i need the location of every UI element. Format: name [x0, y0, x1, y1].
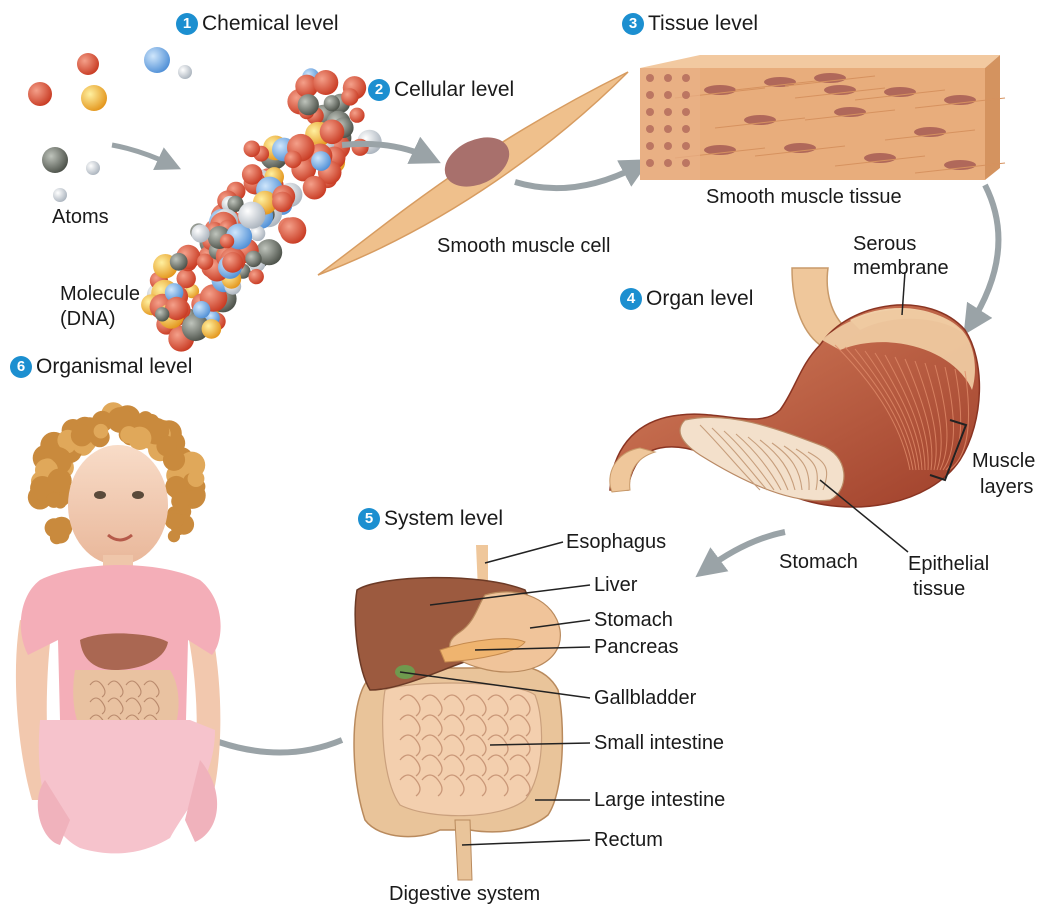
label-liver: Liver: [594, 574, 637, 597]
level-1-label: Chemical level: [202, 12, 339, 36]
level-2-label: Cellular level: [394, 78, 514, 102]
arrow-organ-to-system: [705, 532, 785, 570]
level-5-badge: 5: [358, 508, 380, 530]
level-2-heading: 2 Cellular level: [368, 78, 514, 102]
label-digestive-system: Digestive system: [389, 883, 540, 906]
label-molecule-line1: Molecule: [60, 283, 140, 306]
label-molecule-line2: (DNA): [60, 308, 116, 331]
label-epithelial-line2: tissue: [913, 578, 965, 601]
level-6-badge: 6: [10, 356, 32, 378]
label-stomach-system: Stomach: [594, 609, 673, 632]
label-muscle-layers-line2: layers: [980, 476, 1033, 499]
label-small-intestine: Small intestine: [594, 732, 724, 755]
label-pancreas: Pancreas: [594, 636, 679, 659]
level-3-badge: 3: [622, 13, 644, 35]
label-esophagus: Esophagus: [566, 531, 666, 554]
label-serous-line1: Serous: [853, 233, 916, 256]
level-1-badge: 1: [176, 13, 198, 35]
arrow-tissue-to-organ: [970, 185, 998, 325]
dna-molecule: [141, 68, 382, 351]
label-epithelial-line1: Epithelial: [908, 553, 989, 576]
level-4-label: Organ level: [646, 287, 753, 311]
label-large-intestine: Large intestine: [594, 789, 725, 812]
label-rectum: Rectum: [594, 829, 663, 852]
level-3-heading: 3 Tissue level: [622, 12, 758, 36]
atoms-group: [28, 47, 192, 202]
level-4-badge: 4: [620, 288, 642, 310]
level-6-heading: 6 Organismal level: [10, 355, 192, 379]
label-stomach-organ: Stomach: [779, 551, 858, 574]
level-2-badge: 2: [368, 79, 390, 101]
label-smooth-muscle-tissue: Smooth muscle tissue: [706, 186, 902, 209]
level-3-label: Tissue level: [648, 12, 758, 36]
level-5-heading: 5 System level: [358, 507, 503, 531]
level-5-label: System level: [384, 507, 503, 531]
label-atoms: Atoms: [52, 206, 109, 229]
child-illustration: [16, 402, 221, 853]
label-muscle-layers-line1: Muscle: [972, 450, 1035, 473]
level-1-heading: 1 Chemical level: [176, 12, 339, 36]
level-4-heading: 4 Organ level: [620, 287, 753, 311]
smooth-muscle-tissue-block: [640, 55, 1005, 180]
arrow-atoms-to-molecule: [112, 145, 172, 165]
label-serous-line2: membrane: [853, 257, 949, 280]
arrow-cell-to-tissue: [515, 165, 640, 188]
level-6-label: Organismal level: [36, 355, 192, 379]
label-smooth-muscle-cell: Smooth muscle cell: [437, 235, 610, 258]
label-gallbladder: Gallbladder: [594, 687, 696, 710]
digestive-system-illustration: [354, 545, 562, 880]
